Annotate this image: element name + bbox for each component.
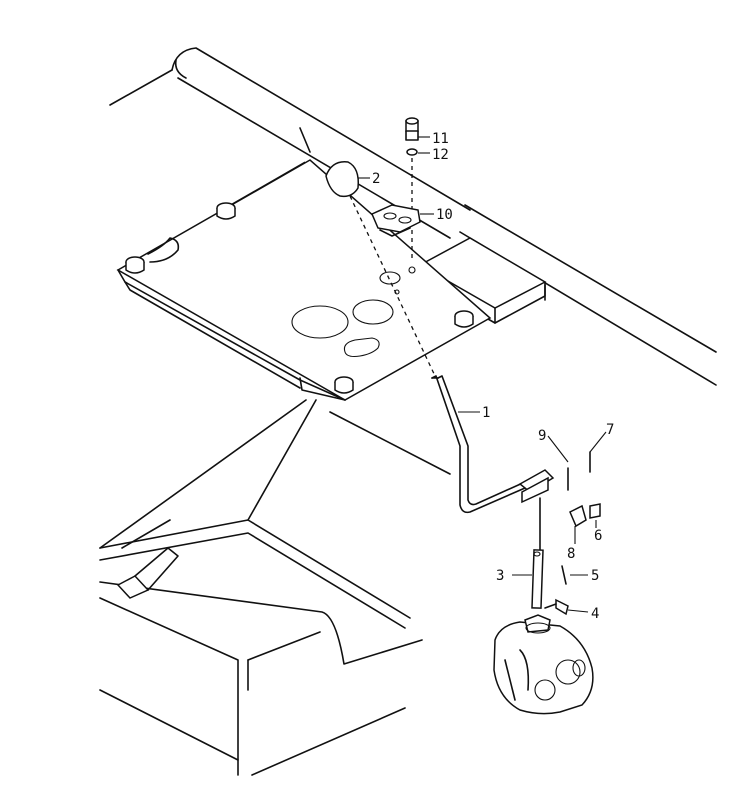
pedal (116, 547, 179, 599)
clevis-yoke (518, 451, 601, 551)
callout-9: 9 (538, 428, 546, 444)
floor-plate (116, 159, 492, 401)
callout-7: 7 (606, 422, 614, 438)
callout-2: 2 (372, 171, 380, 187)
callout-1: 1 (482, 405, 490, 421)
cab-floor-base (99, 399, 451, 776)
bolt-washer-bracket (371, 117, 421, 274)
bolt-icon (334, 376, 354, 394)
callout-6: 6 (594, 528, 602, 544)
link-rod (531, 549, 569, 616)
callout-labels: 11 12 2 10 1 9 7 8 6 3 5 4 (372, 131, 614, 622)
callout-11: 11 (432, 131, 449, 147)
shift-knob (325, 161, 437, 379)
callout-3: 3 (496, 568, 504, 584)
callout-10: 10 (436, 207, 453, 223)
bolt-icon (216, 202, 236, 220)
callout-5: 5 (591, 568, 599, 584)
control-valve (493, 614, 594, 715)
callout-12: 12 (432, 147, 449, 163)
leader-lines (358, 136, 607, 613)
callout-4: 4 (591, 606, 599, 622)
lever-rod (431, 375, 526, 514)
bolt-icon (454, 310, 474, 328)
bolt-icon (125, 256, 145, 274)
callout-8: 8 (567, 546, 575, 562)
floor-plate-bolts (125, 161, 474, 394)
